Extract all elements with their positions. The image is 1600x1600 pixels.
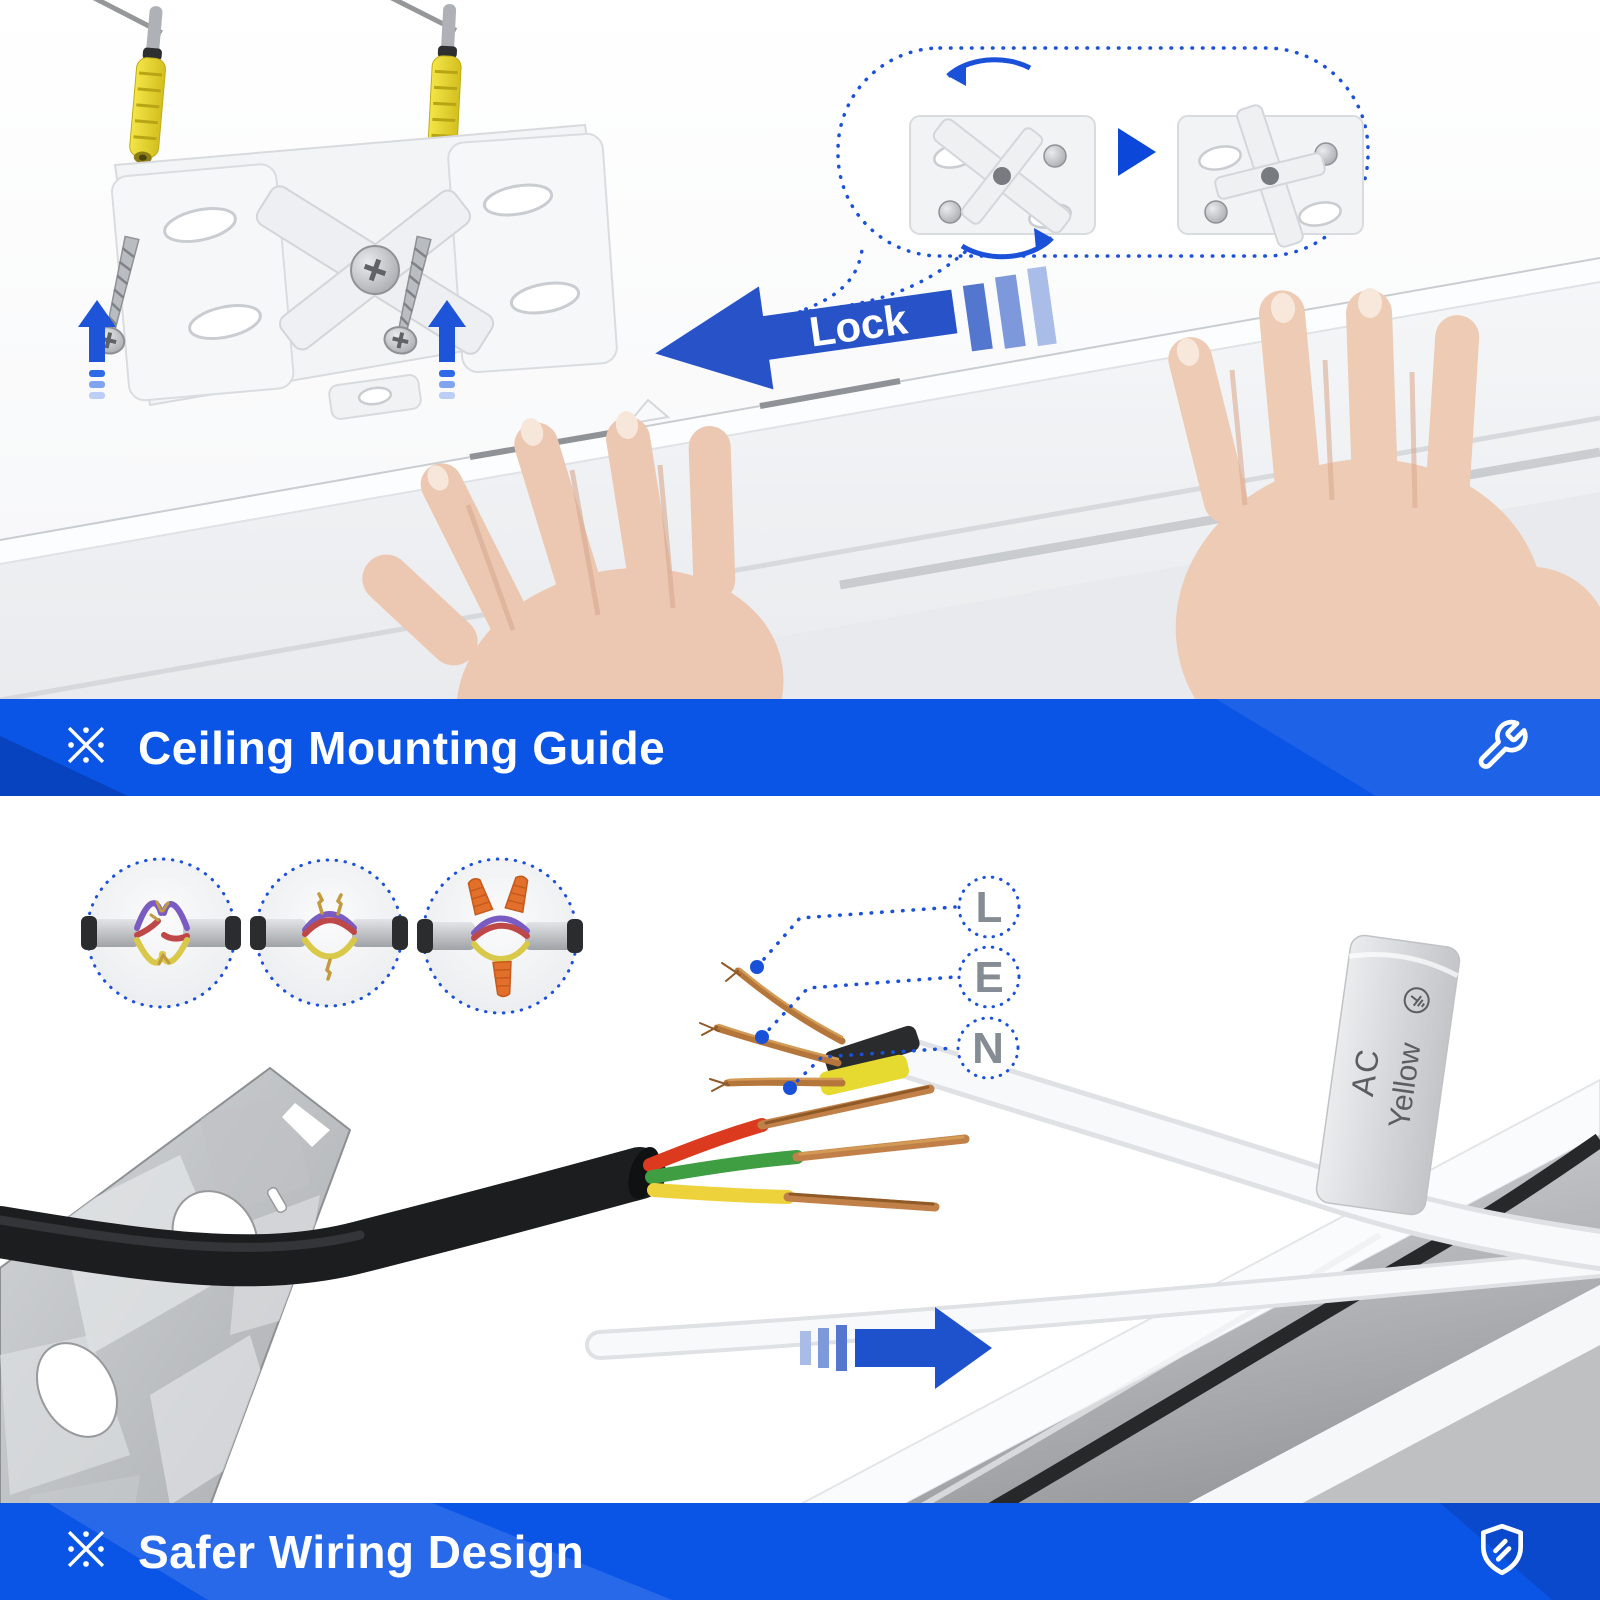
bracket-latch (255, 185, 495, 355)
terminal-badge-N: N (956, 1016, 1020, 1080)
splice-step-3 (417, 857, 583, 1015)
rotation-callout-bubble (797, 46, 1370, 314)
earth-wire-green (645, 1134, 970, 1184)
leader-line-L (755, 905, 957, 969)
fingernails (427, 411, 639, 491)
terminal-badge-L: L (957, 875, 1021, 939)
splice-step-circles (81, 857, 583, 1015)
sparkle-icon (60, 719, 112, 776)
next-step-arrow-icon (1118, 128, 1156, 176)
shield-check-icon (1474, 1521, 1530, 1582)
wiring-photo: L E N (0, 795, 1600, 1600)
rotate-arrow-icon (946, 57, 1032, 78)
wiring-banner: Safer Wiring Design (0, 1503, 1600, 1600)
finger-creases (1229, 359, 1418, 509)
bracket-body (111, 123, 618, 420)
black-wire-sleeve (824, 1025, 920, 1077)
wire-nut (504, 875, 529, 914)
terminal-badge-E: E (957, 945, 1021, 1009)
section-title: Safer Wiring Design (138, 1525, 585, 1578)
terminal-callouts: L E N (750, 875, 1021, 1095)
earth-ground-icon (1403, 987, 1430, 1014)
wall-anchor (388, 0, 462, 162)
slide-arrow-icon (800, 1307, 992, 1389)
fixture-latch-slots (469, 378, 901, 460)
push-up-arrow-icon (428, 300, 466, 399)
terminal-label: E (974, 953, 1003, 1002)
lock-arrow-speed-bars (962, 266, 1057, 352)
sparkle-icon (60, 1523, 112, 1580)
wire-nut (467, 878, 494, 916)
finger-creases (465, 464, 676, 631)
wall-anchor (85, 0, 167, 164)
wire-nut (492, 960, 512, 998)
section-title: Ceiling Mounting Guide (138, 721, 666, 774)
mounting-screw (383, 235, 432, 355)
wiring-scene: L E N (0, 795, 1600, 1600)
splice-step-2 (250, 858, 408, 1008)
cable-spec-tag: AC Yellow (1315, 934, 1461, 1216)
white-ac-cable (585, 1036, 1600, 1360)
mounting-photo: Lock (0, 0, 1600, 795)
terminal-label: L (976, 883, 1003, 932)
mounting-scene: Lock (0, 0, 1600, 795)
rotate-arrow-icon (960, 236, 1054, 260)
stranded-copper-wires (699, 962, 920, 1096)
mounting-bracket-photo (78, 0, 618, 420)
push-up-arrow-icon (78, 300, 116, 399)
mounting-banner: Ceiling Mounting Guide (0, 699, 1600, 796)
leader-line-E (760, 975, 957, 1039)
supply-cable (0, 1084, 970, 1287)
tag-text-ac: AC (1344, 1045, 1386, 1098)
wrench-icon (1474, 717, 1530, 778)
bracket-step-locked (1177, 104, 1364, 248)
bracket-step-unlocked (909, 57, 1096, 260)
line-wire-red (643, 1084, 935, 1172)
fingernails (1176, 288, 1382, 366)
plate-notch (282, 1103, 330, 1147)
splice-step-1 (81, 857, 241, 1009)
neutral-wire-yellow (647, 1183, 940, 1212)
terminal-label: N (972, 1024, 1004, 1073)
